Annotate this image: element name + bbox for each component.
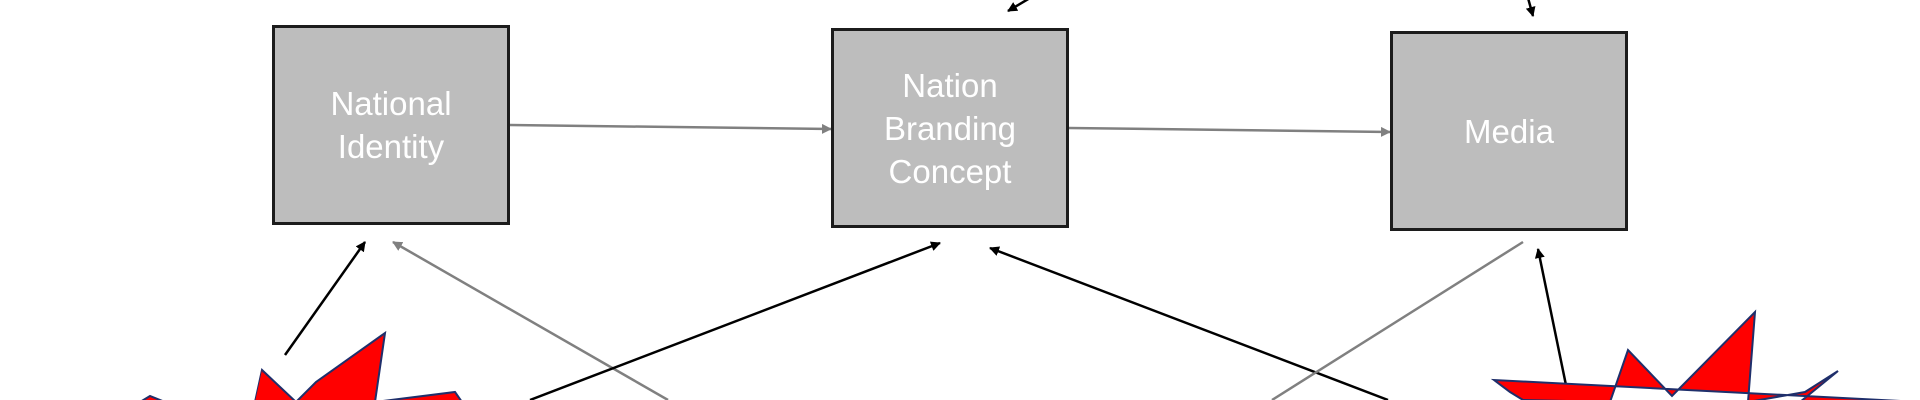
arrow-top-into-media [1525, 0, 1536, 17]
node-label-line: National [330, 85, 452, 122]
arrow-left-burst-to-national-identity [283, 241, 367, 356]
arrow-nation-branding-to-media [1068, 126, 1391, 137]
node-label: Media [1464, 110, 1554, 153]
node-label-line: Branding [883, 109, 1017, 147]
node-label: Nation Branding Concept [884, 64, 1016, 193]
node-label-line: Concept [888, 152, 1012, 190]
node-label: National Identity [330, 82, 451, 168]
node-media: Media [1390, 31, 1628, 231]
explosion-burst-left-icon [141, 330, 462, 400]
line-media-to-bottom [1271, 240, 1524, 400]
arrow-right-burst-to-nation-branding [989, 246, 1389, 400]
node-label-line: Nation [902, 66, 998, 104]
arrow-national-identity-to-nation-branding [509, 123, 832, 134]
arrow-bottom-to-national-identity [392, 240, 669, 400]
node-national-identity: National Identity [272, 25, 510, 225]
arrow-top-into-nation-branding [1007, 0, 1030, 13]
explosion-burst-right-icon [1490, 309, 1901, 400]
node-nation-branding-concept: Nation Branding Concept [831, 28, 1069, 228]
node-label-line: Identity [337, 128, 445, 165]
node-label-line: Media [1464, 112, 1554, 150]
arrow-right-burst-to-media [1534, 248, 1569, 391]
arrow-left-burst-to-nation-branding [529, 241, 941, 400]
